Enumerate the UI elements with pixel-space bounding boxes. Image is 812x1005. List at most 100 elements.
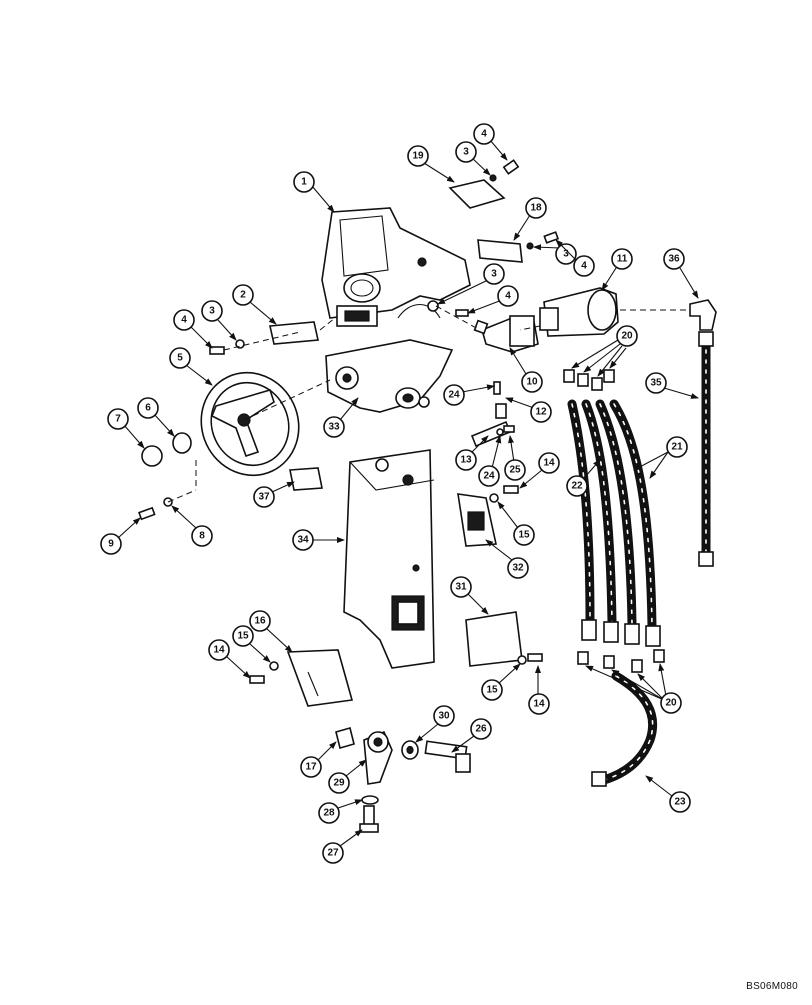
hoses-21-22-drawing [567,399,661,647]
plate-18-drawing [477,239,523,263]
callout-14-left: 14 [208,639,251,679]
callout-26: 26 [451,718,492,753]
svg-text:14: 14 [533,699,545,710]
svg-text:17: 17 [305,762,317,773]
svg-text:3: 3 [463,147,469,158]
callout-25: 25 [504,435,526,481]
svg-text:19: 19 [412,151,424,162]
svg-text:35: 35 [650,378,662,389]
callout-4-mid: 4 [467,285,519,314]
callout-24-upper: 24 [443,384,495,406]
svg-text:33: 33 [328,422,340,433]
svg-text:11: 11 [617,254,628,265]
callout-11: 11 [601,248,633,291]
callout-35: 35 [645,372,699,399]
svg-text:3: 3 [491,269,497,280]
svg-text:3: 3 [209,306,215,317]
callout-28: 28 [318,799,363,824]
svg-text:15: 15 [237,631,249,642]
steering-motor-drawing [539,287,619,337]
callout-2: 2 [232,284,277,325]
svg-text:21: 21 [671,442,683,453]
cover-31-drawing [465,611,523,667]
horn-button-drawing [141,445,163,467]
svg-text:27: 27 [327,848,339,859]
callout-10: 10 [509,347,543,393]
callout-15-upper: 15 [497,501,535,546]
svg-text:36: 36 [668,254,680,265]
callout-30: 30 [415,705,455,743]
callout-34: 34 [292,529,345,551]
drawing-reference-code: BS06M080 [746,981,798,992]
callout-29: 29 [328,759,367,794]
support-pedestal-drawing [343,449,435,669]
svg-text:16: 16 [254,616,266,627]
callout-3-mid: 3 [437,263,505,305]
callout-22: 22 [566,459,601,497]
svg-text:13: 13 [460,455,472,466]
svg-text:37: 37 [258,492,270,503]
svg-text:23: 23 [674,797,686,808]
callout-13: 13 [455,435,489,471]
svg-text:32: 32 [512,563,524,574]
svg-text:14: 14 [543,458,555,469]
svg-text:12: 12 [535,407,547,418]
callout-18: 18 [513,197,547,241]
fittings-20-lower-drawing [577,649,665,673]
callout-3-right: 3 [533,243,577,265]
callout-15-left: 15 [232,625,271,663]
svg-text:9: 9 [108,539,114,550]
bracket-32-drawing [457,493,497,547]
svg-text:5: 5 [177,353,183,364]
callout-32: 32 [485,539,529,579]
svg-text:31: 31 [455,582,467,593]
callout-33: 33 [323,397,359,438]
svg-text:30: 30 [438,711,450,722]
callout-3-top: 3 [455,141,491,176]
callout-9: 9 [100,517,141,555]
callout-8: 8 [171,505,213,547]
callout-6: 6 [137,397,175,437]
svg-text:2: 2 [240,290,246,301]
steering-column-housing-drawing [321,207,471,327]
svg-text:1: 1 [301,177,307,188]
callout-4-left: 4 [173,309,213,349]
svg-text:20: 20 [621,331,633,342]
callout-19: 19 [407,145,455,183]
svg-text:6: 6 [145,403,151,414]
svg-text:28: 28 [323,808,335,819]
svg-text:15: 15 [518,530,530,541]
cap-drawing [172,432,192,454]
callout-21: 21 [633,436,688,479]
assembly-centerlines [167,305,690,503]
svg-text:22: 22 [571,481,583,492]
callout-4-right: 4 [555,239,595,277]
svg-text:14: 14 [213,645,225,656]
callout-16: 16 [249,610,293,653]
callout-14-upper: 14 [519,452,560,489]
elbow-fitting-drawing [689,299,717,331]
callout-14-lower: 14 [528,665,550,715]
plate-16-drawing [286,649,354,707]
fittings-20-upper-drawing [563,369,615,391]
svg-text:24: 24 [483,471,495,482]
callout-17: 17 [300,741,337,778]
svg-text:15: 15 [486,685,498,696]
decal-37-drawing [289,467,323,491]
callout-3-left: 3 [201,300,237,341]
callout-5: 5 [169,347,213,386]
svg-text:7: 7 [115,414,121,425]
svg-text:4: 4 [505,291,511,302]
hose-35-drawing [698,331,714,567]
rod-end-assembly-drawing [335,727,471,833]
column-lower-housing-drawing [325,339,454,413]
svg-text:8: 8 [199,531,205,542]
svg-text:26: 26 [475,724,487,735]
callout-1: 1 [293,171,335,213]
callout-4-top: 4 [473,123,508,161]
svg-text:34: 34 [297,535,309,546]
callout-36: 36 [663,248,699,299]
svg-text:10: 10 [526,377,538,388]
